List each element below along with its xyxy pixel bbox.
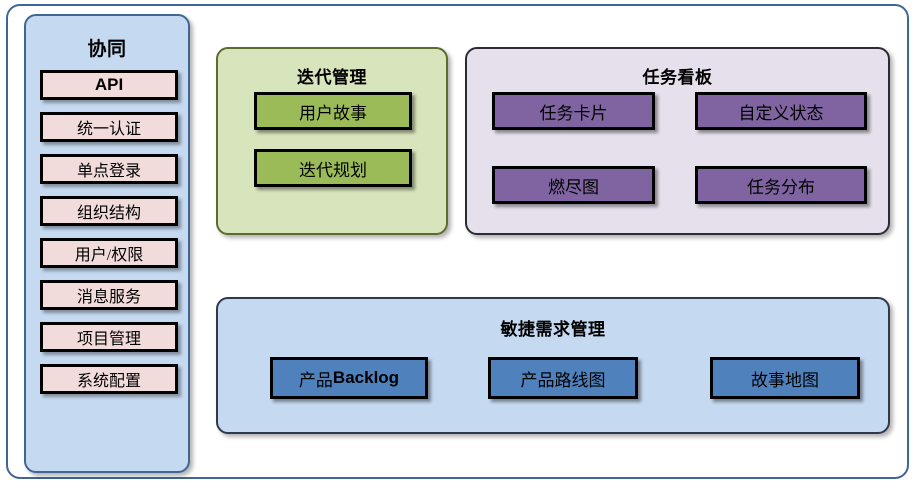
iteration-panel-title: 迭代管理 bbox=[297, 68, 367, 87]
iteration-management-panel[interactable]: 迭代管理 用户故事 迭代规划 bbox=[216, 47, 448, 235]
sidebar-item-system-config[interactable]: 系统配置 bbox=[40, 364, 178, 394]
sidebar-item-unified-auth[interactable]: 统一认证 bbox=[40, 112, 178, 142]
sidebar-item-api[interactable]: API bbox=[40, 70, 178, 100]
sidebar-item-project-management[interactable]: 项目管理 bbox=[40, 322, 178, 352]
box-user-story[interactable]: 用户故事 bbox=[254, 92, 412, 130]
box-task-card[interactable]: 任务卡片 bbox=[492, 92, 655, 130]
sidebar-item-message-service[interactable]: 消息服务 bbox=[40, 280, 178, 310]
box-custom-status[interactable]: 自定义状态 bbox=[695, 92, 867, 130]
box-task-distribution[interactable]: 任务分布 bbox=[695, 166, 867, 204]
sidebar-item-org-structure[interactable]: 组织结构 bbox=[40, 196, 178, 226]
sidebar-title: 协同 bbox=[87, 39, 127, 60]
task-board-panel-title: 任务看板 bbox=[642, 68, 713, 87]
box-story-map[interactable]: 故事地图 bbox=[710, 357, 860, 399]
box-burndown-chart[interactable]: 燃尽图 bbox=[492, 166, 655, 204]
agile-panel-title: 敏捷需求管理 bbox=[500, 320, 606, 339]
box-product-roadmap[interactable]: 产品路线图 bbox=[488, 357, 638, 399]
task-board-panel[interactable]: 任务看板 任务卡片 自定义状态 燃尽图 任务分布 bbox=[465, 47, 890, 235]
sidebar-item-sso[interactable]: 单点登录 bbox=[40, 154, 178, 184]
box-product-backlog-prefix: 产品 bbox=[298, 370, 333, 390]
sidebar-item-user-permission[interactable]: 用户/权限 bbox=[40, 238, 178, 268]
sidebar-panel-collaboration[interactable]: 协同 API 统一认证 单点登录 组织结构 用户/权限 消息服务 项目管理 系统… bbox=[24, 14, 190, 473]
box-iteration-planning[interactable]: 迭代规划 bbox=[254, 149, 412, 187]
box-product-backlog-latin: Backlog bbox=[332, 368, 400, 387]
sidebar-item-list: API 统一认证 单点登录 组织结构 用户/权限 消息服务 项目管理 系统配置 bbox=[40, 70, 178, 406]
